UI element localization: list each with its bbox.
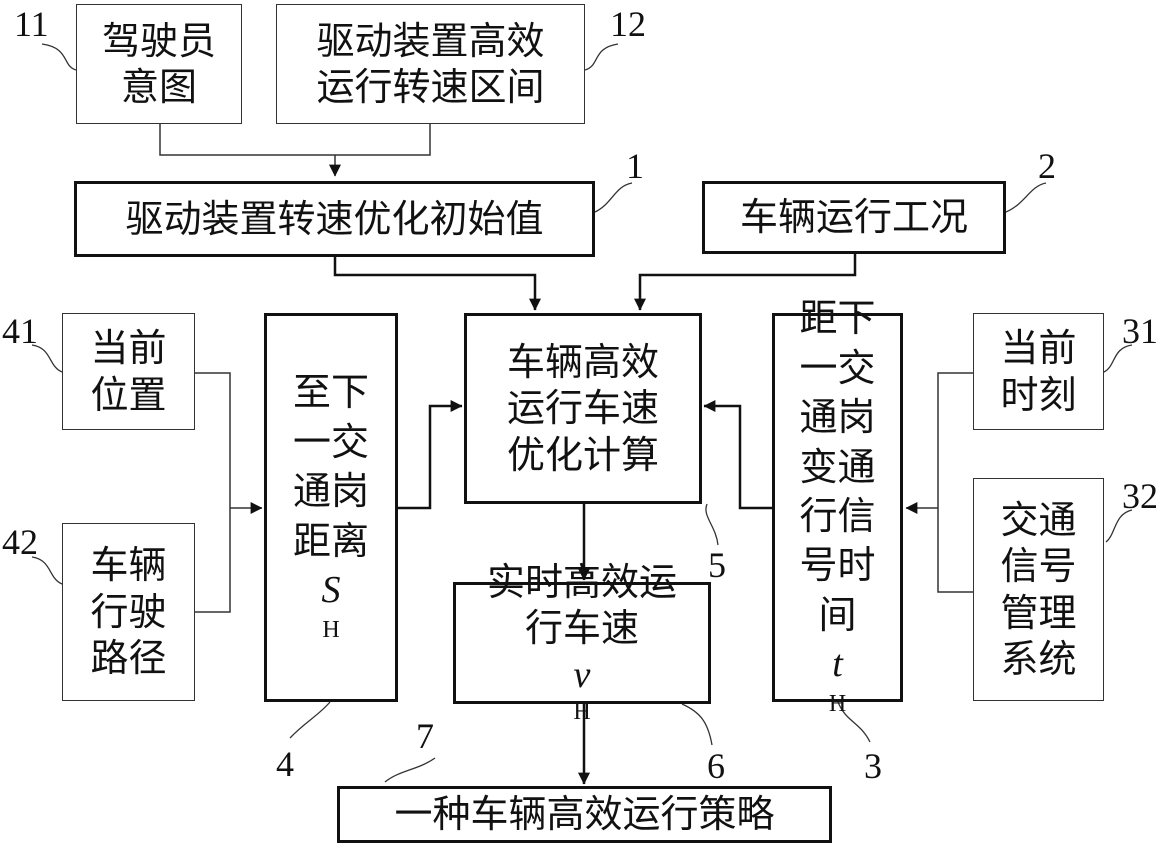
current-time-line: 当前 xyxy=(1000,325,1076,371)
signal-time-line: 行信 xyxy=(799,492,875,541)
box-vehicle-condition: 车辆运行工况 xyxy=(702,181,1006,254)
distance-line: 至下 xyxy=(293,368,369,417)
ref-number-11: 11 xyxy=(14,6,49,42)
realtime-speed-line: 行车速vH xyxy=(487,605,677,727)
distance-symbol: SH xyxy=(293,566,369,647)
leader-12 xyxy=(585,44,618,70)
box-strategy: 一种车辆高效运行策略 xyxy=(337,786,832,843)
current-position-line: 当前 xyxy=(90,325,166,371)
ref-number-1: 1 xyxy=(626,148,644,184)
signal-time-line: 距下 xyxy=(799,294,875,343)
symbol-subscript: H xyxy=(487,698,677,727)
box-realtime-speed: 实时高效运 行车速vH xyxy=(453,582,711,704)
box-travel-route: 车辆行驶路径 xyxy=(62,523,195,701)
travel-route-line: 车辆 xyxy=(90,542,166,588)
leader-11 xyxy=(42,44,76,70)
optimization-line: 车辆高效 xyxy=(507,339,659,385)
signal-time-line: 号时 xyxy=(799,541,875,590)
ref-number-4: 4 xyxy=(276,746,294,782)
current-position-line: 位置 xyxy=(90,372,166,418)
signal-time-line: 一交 xyxy=(799,344,875,393)
travel-route-line: 路径 xyxy=(90,635,166,681)
leader-1 xyxy=(595,183,632,212)
arrow-3-to-5 xyxy=(704,406,772,508)
strategy-text: 一种车辆高效运行策略 xyxy=(394,791,774,837)
symbol-subscript: H xyxy=(293,615,369,646)
leader-5 xyxy=(706,504,718,545)
driver-intent-line: 意图 xyxy=(102,64,216,110)
box-distance-to-post: 至下 一交 通岗 距离 SH xyxy=(264,313,398,702)
symbol-v: v xyxy=(487,652,677,698)
vehicle-condition-text: 车辆运行工况 xyxy=(740,194,968,240)
ref-number-6: 6 xyxy=(707,748,725,784)
driver-intent-line: 驾驶员 xyxy=(102,18,216,64)
ref-number-7: 7 xyxy=(416,718,434,754)
connector-11-12-merge xyxy=(160,124,430,176)
leader-4 xyxy=(290,702,330,738)
symbol-s: S xyxy=(293,566,369,615)
box-traffic-signal-system: 交通 信号 管理 系统 xyxy=(973,478,1104,701)
symbol-subscript: H xyxy=(799,689,875,720)
traffic-system-line: 管理 xyxy=(1000,590,1076,636)
realtime-speed-prefix: 行车速 xyxy=(487,605,677,651)
box-efficient-speed-range: 驱动装置高效运行转速区间 xyxy=(276,4,585,124)
signal-time-last-line: 间tH xyxy=(799,591,875,721)
ref-number-12: 12 xyxy=(610,6,646,42)
box-current-position: 当前位置 xyxy=(62,313,195,430)
traffic-system-line: 交通 xyxy=(1000,497,1076,543)
speed-range-line: 驱动装置高效 xyxy=(316,18,544,64)
realtime-speed-line: 实时高效运 xyxy=(487,559,677,605)
arrow-4-to-5 xyxy=(398,406,462,508)
box-driver-intent: 驾驶员意图 xyxy=(76,4,242,124)
connector-31-32-merge xyxy=(906,373,973,592)
optimization-line: 优化计算 xyxy=(507,432,659,478)
box-current-time: 当前时刻 xyxy=(973,313,1104,430)
distance-line: 距离 xyxy=(293,517,369,566)
arrow-1-to-5 xyxy=(335,257,535,310)
traffic-system-line: 系统 xyxy=(1000,636,1076,682)
signal-time-prefix: 间 xyxy=(799,591,875,640)
ref-number-2: 2 xyxy=(1038,148,1056,184)
current-time-line: 时刻 xyxy=(1000,372,1076,418)
distance-line: 通岗 xyxy=(293,467,369,516)
ref-number-41: 41 xyxy=(2,313,38,349)
ref-number-31: 31 xyxy=(1122,313,1158,349)
ref-number-3: 3 xyxy=(864,748,882,784)
distance-line: 一交 xyxy=(293,418,369,467)
ref-number-42: 42 xyxy=(2,524,38,560)
symbol-t: t xyxy=(799,640,875,689)
signal-time-line: 通岗 xyxy=(799,393,875,442)
box-signal-time: 距下 一交 通岗 变通 行信 号时 间tH xyxy=(772,313,903,702)
optimization-line: 运行车速 xyxy=(507,385,659,431)
ref-number-5: 5 xyxy=(708,547,726,583)
initial-speed-value-text: 驱动装置转速优化初始值 xyxy=(125,196,543,242)
leader-6 xyxy=(682,704,712,745)
speed-range-line: 运行转速区间 xyxy=(316,64,544,110)
signal-time-line: 变通 xyxy=(799,443,875,492)
travel-route-line: 行驶 xyxy=(90,589,166,635)
leader-7 xyxy=(385,758,435,782)
leader-2 xyxy=(1006,183,1046,212)
box-speed-optimization: 车辆高效 运行车速 优化计算 xyxy=(464,313,702,504)
traffic-system-line: 信号 xyxy=(1000,543,1076,589)
connector-41-42-merge xyxy=(195,373,262,612)
box-initial-speed-value: 驱动装置转速优化初始值 xyxy=(74,181,595,257)
ref-number-32: 32 xyxy=(1122,478,1158,514)
